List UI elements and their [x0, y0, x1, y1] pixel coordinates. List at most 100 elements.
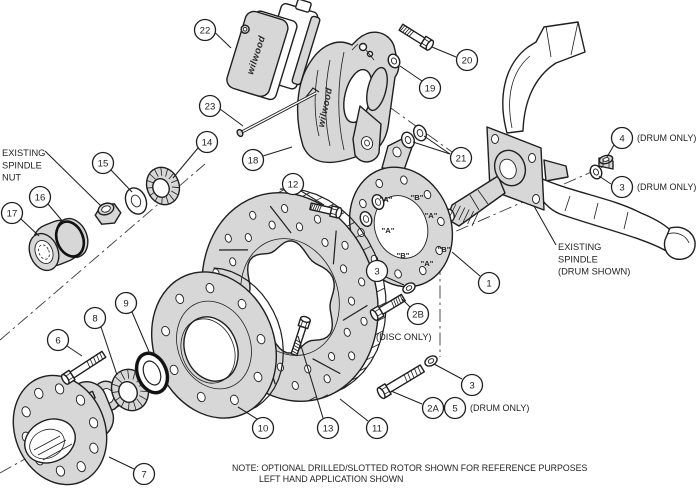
callout-number: 3: [619, 182, 624, 193]
rotor-adapter: [150, 267, 284, 419]
drill-hole: [313, 214, 322, 224]
hole-label: "B": [397, 251, 410, 260]
callout-7: 7: [108, 456, 156, 486]
spindle-washer: [124, 187, 148, 215]
rotor-slot: [269, 205, 292, 234]
rotor-slot: [342, 304, 368, 321]
adapter-bolt-holes: [161, 283, 266, 405]
callout-balloon: [114, 291, 138, 315]
bearing-roller: [168, 173, 174, 180]
stud-hole: [55, 465, 66, 477]
adapter-hole: [169, 364, 179, 376]
vent-tick: [341, 384, 350, 389]
leader-line: [606, 144, 615, 158]
bracket-hole: [375, 178, 384, 189]
callout-12: 12: [281, 172, 325, 206]
vent-tick: [375, 330, 384, 336]
callout-number: 21: [456, 153, 467, 164]
vent-tick: [377, 302, 387, 307]
callout-number: 18: [248, 155, 259, 166]
hole-label: "A": [382, 226, 395, 235]
callout-balloon: [46, 328, 70, 352]
callout-number: 9: [123, 298, 128, 309]
bearing-roller: [111, 383, 121, 388]
stud-hole: [89, 442, 99, 454]
disc-only-label: (DISC ONLY): [376, 332, 432, 342]
bearing-roller: [114, 376, 122, 383]
caliper-mount-lug: [352, 105, 382, 163]
outer-pad: [226, 10, 298, 101]
adapter-hole: [253, 371, 263, 383]
pin-head: [236, 128, 244, 138]
drill-hole: [323, 374, 331, 384]
leader-line: [431, 46, 457, 58]
bracket-hole: [435, 245, 443, 256]
callout-number: 23: [205, 101, 216, 112]
drum-nut: [598, 154, 614, 170]
caliper-mount-axis-centerline: [369, 92, 453, 153]
drill-hole: [321, 237, 329, 247]
callout-balloon: [365, 259, 389, 283]
callout-19: 19: [399, 65, 442, 100]
callout-balloon: [28, 185, 52, 209]
bearing-roller: [171, 190, 179, 196]
annotation-line: EXISTING: [558, 242, 601, 252]
bracket-hole: [418, 265, 427, 276]
fitting: [366, 50, 374, 58]
fasteners: [60, 23, 438, 400]
bolt-shaft: [398, 23, 426, 45]
bearing-roller: [154, 168, 159, 177]
leader-line: [20, 218, 40, 237]
caliper-bracket: [348, 138, 454, 288]
callout-17: 17: [0, 201, 40, 237]
callout-22: 22: [193, 18, 232, 49]
disc-bolt-2B: [369, 293, 406, 321]
bearing-roller: [160, 167, 163, 176]
callout-14: 14: [172, 130, 219, 179]
callout-3: 3(DRUM ONLY): [598, 175, 696, 199]
callout-10: 10: [237, 406, 275, 440]
callout-number: 10: [258, 423, 269, 434]
leader-line: [237, 406, 258, 420]
adapter-center-hole: [183, 316, 239, 382]
callout-number: 20: [462, 55, 473, 66]
bolt-shaft: [69, 350, 107, 379]
callout-11: 11: [339, 398, 389, 440]
leader-line: [110, 169, 133, 193]
annotation-line: EXISTING: [2, 148, 45, 158]
annotation-line: SPINDLE: [558, 254, 598, 264]
callout-balloon: [195, 130, 219, 154]
leader-line: [131, 311, 151, 355]
leader-line: [433, 363, 463, 380]
hole-label: "A": [425, 211, 438, 220]
leader-line: [47, 203, 65, 224]
caliper-bolt-20: [398, 23, 435, 51]
drill-hole: [328, 352, 336, 361]
drill-hole: [360, 316, 368, 326]
callout-number: 11: [372, 423, 382, 434]
bearing-roller: [132, 370, 136, 380]
spindle-nut: [94, 202, 122, 225]
stud-hole: [21, 406, 31, 418]
leader-line: [423, 135, 451, 155]
hole-label: "B": [411, 193, 424, 202]
callout-balloon: [316, 416, 340, 440]
callout-suffix: (DRUM ONLY): [637, 133, 696, 143]
leader-line: [172, 147, 199, 179]
callout-number: 16: [35, 192, 46, 203]
callout-6: 6: [46, 328, 83, 357]
drill-hole: [347, 296, 356, 306]
spindle-axis-centerline: [0, 163, 206, 341]
adapter-hole: [256, 334, 266, 345]
bearing-roller: [146, 180, 155, 184]
callout-balloon: [610, 175, 634, 199]
drill-hole: [244, 233, 252, 243]
callout-number: 14: [202, 137, 213, 148]
bearing-roller: [165, 168, 169, 177]
callout-number: 3: [469, 380, 474, 391]
callout-balloon: [477, 271, 501, 295]
note-line1: NOTE: OPTIONAL DRILLED/SLOTTED ROTOR SHO…: [232, 463, 587, 473]
drill-hole: [281, 204, 289, 213]
rotor-slot: [332, 230, 337, 265]
